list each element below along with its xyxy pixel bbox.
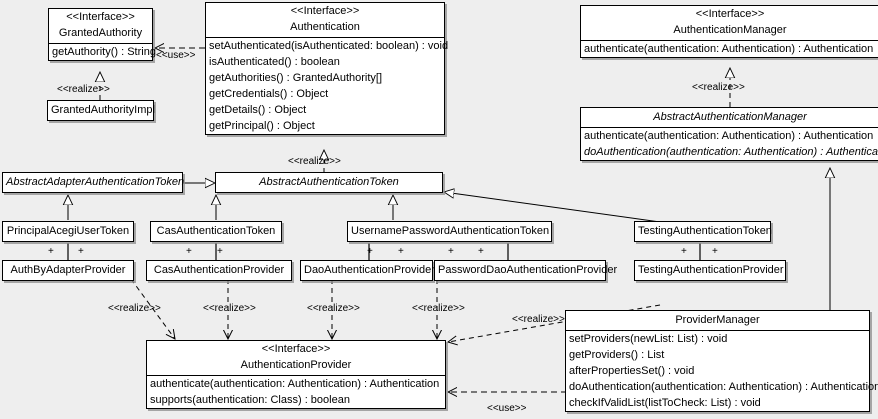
operation-row: supports(authentication: Class) : boolea… xyxy=(150,394,350,406)
class-auth-by-adapter-provider[interactable]: AuthByAdapterProvider xyxy=(2,260,134,281)
class-abstract-authentication-token[interactable]: AbstractAuthenticationToken xyxy=(215,172,443,193)
class-abstract-adapter-authentication-token[interactable]: AbstractAdapterAuthenticationToken xyxy=(2,172,185,193)
association-marker: + xyxy=(367,246,373,257)
class-header: <<Interface>> GrantedAuthority xyxy=(49,9,152,43)
edge-label-realize-abstractauthenticationmanager: <<realize>> xyxy=(692,82,745,93)
class-name-label: DaoAuthenticationProvider xyxy=(304,264,435,276)
operations-compartment: setProviders(newList: List) : void getPr… xyxy=(566,331,878,411)
class-name-label: AuthByAdapterProvider xyxy=(10,264,126,276)
class-header: <<Interface>> AuthenticationProvider xyxy=(147,341,445,375)
operation-row: getDetails() : Object xyxy=(209,104,307,116)
class-authentication-manager[interactable]: <<Interface>> AuthenticationManager auth… xyxy=(580,5,878,58)
edge-label-realize-authbyadapter: <<realize>> xyxy=(108,303,161,314)
class-header: <<Interface>> AuthenticationManager xyxy=(581,6,878,40)
operation-row: isAuthenticated() : boolean xyxy=(209,56,340,68)
class-password-dao-authentication-provider[interactable]: PasswordDaoAuthenticationProvider xyxy=(434,260,618,281)
operation-row: authenticate(authentication: Authenticat… xyxy=(584,43,874,55)
compartment-divider xyxy=(206,37,444,38)
operation-row: getAuthorities() : GrantedAuthority[] xyxy=(209,72,383,84)
compartment-divider xyxy=(581,40,878,41)
operation-row: getProviders() : List xyxy=(569,349,665,361)
class-header: <<Interface>> Authentication xyxy=(206,3,444,37)
class-name-label: CasAuthenticationProvider xyxy=(153,264,285,276)
operation-row: getAuthority() : String xyxy=(52,46,156,58)
class-username-password-authentication-token[interactable]: UsernamePasswordAuthenticationToken xyxy=(347,221,552,242)
stereotype-label: <<Interface>> xyxy=(66,11,135,23)
class-principal-acegi-user-token[interactable]: PrincipalAcegiUserToken xyxy=(2,221,134,242)
class-cas-authentication-token[interactable]: CasAuthenticationToken xyxy=(150,221,282,242)
edge-label-realize-passworddao: <<realize>> xyxy=(412,303,465,314)
edge-label-use-authentication-grantedauthority: <<use>> xyxy=(156,50,196,61)
class-name-label: UsernamePasswordAuthenticationToken xyxy=(351,225,550,237)
class-name-label: PasswordDaoAuthenticationProvider xyxy=(438,264,618,276)
operation-row: doAuthentication(authentication: Authent… xyxy=(584,146,878,158)
class-name-label: AbstractAdapterAuthenticationToken xyxy=(6,176,185,188)
operations-compartment: authenticate(authentication: Authenticat… xyxy=(581,128,878,160)
class-name-label: AbstractAuthenticationToken xyxy=(259,176,399,188)
edge-label-realize-grantedauthorityimpl: <<realize>> xyxy=(57,84,110,95)
class-authentication[interactable]: <<Interface>> Authentication setAuthenti… xyxy=(205,2,449,135)
compartment-divider xyxy=(581,127,878,128)
edge-label-realize-cas: <<realize>> xyxy=(203,303,256,314)
class-name-label: ProviderManager xyxy=(675,314,760,326)
operations-compartment: getAuthority() : String xyxy=(49,44,156,60)
class-name-label: GrantedAuthorityImpl xyxy=(51,104,155,116)
edge-label-realize-providermanager: <<realize>> xyxy=(512,314,565,325)
operations-compartment: setAuthenticated(isAuthenticated: boolea… xyxy=(206,38,449,134)
class-name-label: AuthenticationManager xyxy=(673,24,787,36)
class-dao-authentication-provider[interactable]: DaoAuthenticationProvider xyxy=(300,260,435,281)
association-marker: + xyxy=(448,246,454,257)
association-marker: + xyxy=(681,246,687,257)
class-name-label: CasAuthenticationToken xyxy=(156,225,276,237)
class-name-label: AbstractAuthenticationManager xyxy=(653,111,807,123)
class-abstract-authentication-manager[interactable]: AbstractAuthenticationManager authentica… xyxy=(580,107,878,161)
compartment-divider xyxy=(49,43,152,44)
association-marker: + xyxy=(78,246,84,257)
class-name-label: GrantedAuthority xyxy=(58,27,143,39)
operation-row: getCredentials() : Object xyxy=(209,88,329,100)
association-marker: + xyxy=(398,246,404,257)
stereotype-label: <<Interface>> xyxy=(695,8,765,20)
association-marker: + xyxy=(186,246,192,257)
association-marker: + xyxy=(478,246,484,257)
operation-row: afterPropertiesSet() : void xyxy=(569,365,695,377)
class-name-label: PrincipalAcegiUserToken xyxy=(6,225,130,237)
operation-row: setAuthenticated(isAuthenticated: boolea… xyxy=(209,40,449,52)
association-marker: + xyxy=(712,246,718,257)
stereotype-label: <<Interface>> xyxy=(261,343,331,355)
operation-row: doAuthentication(authentication: Authent… xyxy=(569,381,878,393)
operation-row: getPrincipal() : Object xyxy=(209,120,315,132)
class-cas-authentication-provider[interactable]: CasAuthenticationProvider xyxy=(146,260,292,281)
stereotype-label: <<Interface>> xyxy=(290,5,360,17)
class-name-label: TestingAuthenticationToken xyxy=(638,225,772,237)
class-name-label: AuthenticationProvider xyxy=(240,359,352,371)
association-marker: + xyxy=(48,246,54,257)
operation-row: authenticate(authentication: Authenticat… xyxy=(584,130,874,142)
class-testing-authentication-token[interactable]: TestingAuthenticationToken xyxy=(634,221,772,242)
compartment-divider xyxy=(147,375,445,376)
operation-row: checkIfValidList(listToCheck: List) : vo… xyxy=(569,397,761,409)
association-marker: + xyxy=(217,246,223,257)
operation-row: setProviders(newList: List) : void xyxy=(569,333,728,345)
class-name-label: Authentication xyxy=(290,21,360,33)
edge-label-realize-dao: <<realize>> xyxy=(307,303,360,314)
class-granted-authority-impl[interactable]: GrantedAuthorityImpl xyxy=(47,100,155,121)
edge-label-use-providermanager-authprovider: <<use>> xyxy=(487,403,527,414)
class-testing-authentication-provider[interactable]: TestingAuthenticationProvider xyxy=(634,260,786,281)
class-name-label: TestingAuthenticationProvider xyxy=(638,264,784,276)
edge-testingtoken-extends-abstractauthtoken xyxy=(444,192,661,223)
class-granted-authority[interactable]: <<Interface>> GrantedAuthority getAuthor… xyxy=(48,8,156,61)
compartment-divider xyxy=(566,330,869,331)
operations-compartment: authenticate(authentication: Authenticat… xyxy=(581,41,878,57)
edge-label-realize-abstractauthenticationtoken: <<realize>> xyxy=(288,156,341,167)
class-authentication-provider[interactable]: <<Interface>> AuthenticationProvider aut… xyxy=(146,340,446,409)
class-provider-manager[interactable]: ProviderManager setProviders(newList: Li… xyxy=(565,310,878,412)
operations-compartment: authenticate(authentication: Authenticat… xyxy=(147,376,445,408)
operation-row: authenticate(authentication: Authenticat… xyxy=(150,378,440,390)
